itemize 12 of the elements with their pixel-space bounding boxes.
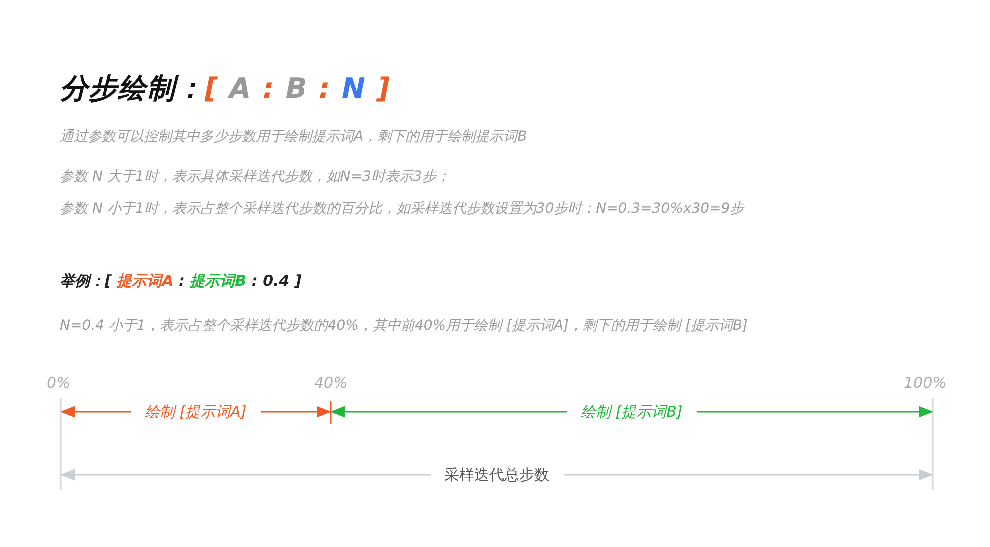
tick-label: 100% <box>904 374 947 392</box>
description-text: 参数 N 小于1时，表示占整个采样迭代步数的百分比，如采样迭代步数设置为30步时：N=0.3=30%x30=9步 <box>60 200 744 218</box>
example-text: 举例：[ 提示词A : 提示词B : 0.4 ] <box>60 272 302 291</box>
tick-label: 40% <box>314 374 348 392</box>
dimension-label: 绘制 [提示词B] <box>567 402 697 422</box>
tick-label: 0% <box>47 374 71 392</box>
dimension-label: 采样迭代总步数 <box>430 466 564 484</box>
description-text: 通过参数可以控制其中多少步数用于绘制提示词A，剩下的用于绘制提示词B <box>60 128 528 146</box>
heading: 分步绘制：[ A : B : N ] <box>60 71 391 107</box>
dimension-label: 绘制 [提示词A] <box>131 402 261 422</box>
description-text: N=0.4 小于1，表示占整个采样迭代步数的40%，其中前40%用于绘制 [提示词A]，剩下的用于绘制 [提示词B] <box>60 317 748 335</box>
description-text: 参数 N 大于1时，表示具体采样迭代步数，如N=3时表示3步； <box>60 168 450 186</box>
